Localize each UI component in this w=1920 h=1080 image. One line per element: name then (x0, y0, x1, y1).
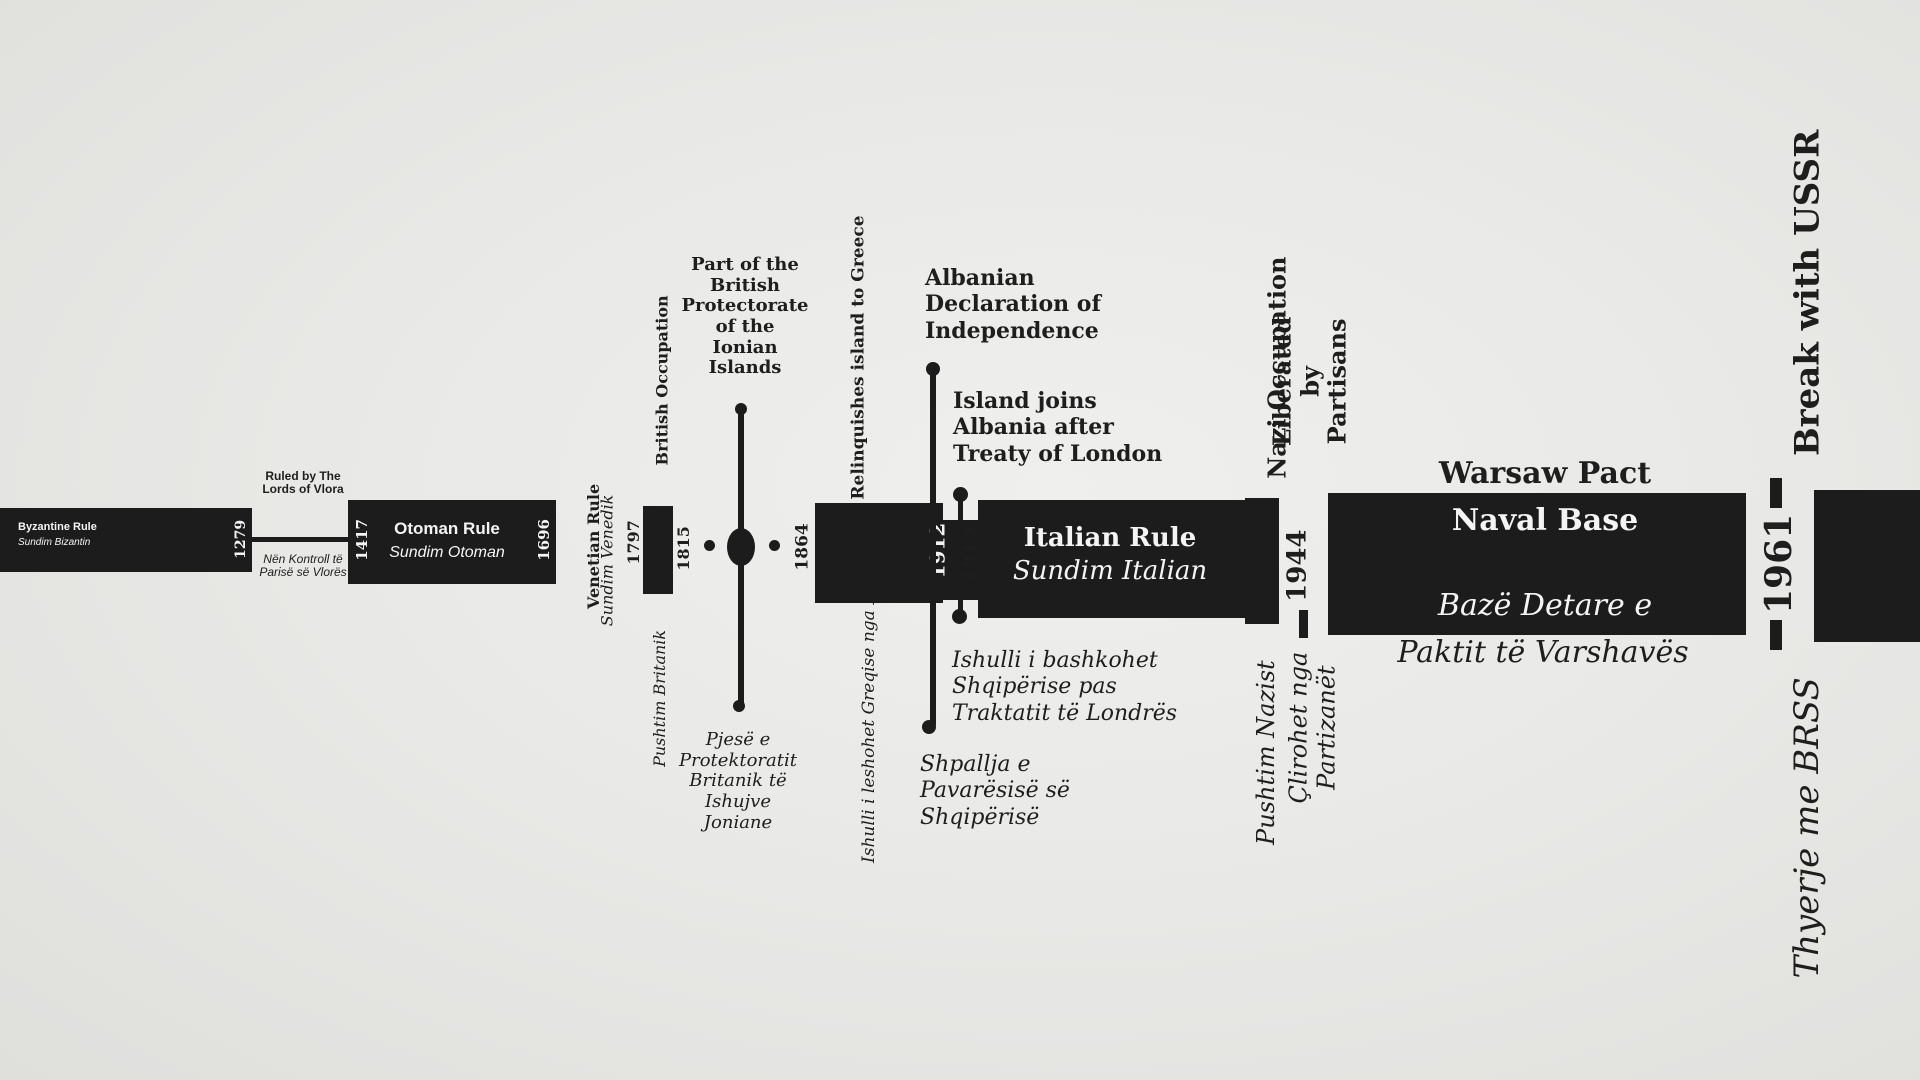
warsaw-pact-label: Warsaw Pact (1438, 456, 1652, 491)
byzantine-rule-label: Byzantine Rule (18, 521, 97, 533)
liberated-tick (1299, 610, 1308, 638)
lords-of-vlora-label: Ruled by The Lords of Vlora (262, 469, 344, 496)
italian-rule-sq-label: Sundim Italian (1012, 556, 1208, 586)
ussr-tick (1770, 478, 1782, 508)
timeline-dot (952, 609, 967, 624)
liberated-label: Liberated by Partisans (1267, 316, 1352, 447)
year-1961: 1961 (1758, 513, 1801, 614)
ottoman-rule-sq-label: Sundim Otoman (389, 544, 505, 561)
ussr-tick (1770, 620, 1782, 650)
timeline-dot (953, 487, 968, 502)
connector-line (252, 537, 348, 542)
byzantine-rule-sq-label: Sundim Bizantin (18, 537, 91, 548)
year-1815: 1815 (673, 526, 693, 571)
treaty-label: Island joins Albania after Treaty of Lon… (953, 388, 1163, 467)
break-ussr-label: Break with USSR (1787, 129, 1828, 457)
treaty-line (958, 495, 963, 615)
year-1797: 1797 (623, 520, 643, 565)
british-occupation-label: British Occupation (652, 295, 672, 466)
year-1696: 1696 (535, 519, 553, 561)
byzantine-rule-bar (0, 508, 252, 572)
year-1944: 1944 (1282, 529, 1313, 602)
ottoman-rule-bar (348, 500, 556, 584)
venetian-rule-sq-label: Sundim Venedik (597, 494, 617, 627)
break-ussr-sq-label: Thyerje me BRSS (1786, 677, 1827, 979)
year-1864: 1864 (792, 523, 813, 571)
year-1279: 1279 (233, 519, 250, 559)
timeline-dot (769, 540, 780, 551)
independence-line (930, 370, 936, 725)
naval-base-label: Naval Base (1451, 503, 1639, 538)
gb-relinquishes-sq-label: Ishulli i leshohet Greqise nga BM (859, 574, 880, 863)
timeline-dot (926, 362, 940, 376)
italian-rule-label: Italian Rule (1023, 523, 1197, 553)
timeline-dot (922, 720, 936, 734)
protectorate-span-line (738, 407, 744, 707)
protectorate-sq-label: Pjesë e Protektoratit Britanik të Ishujv… (679, 729, 797, 833)
greek-period-bar (815, 503, 943, 603)
timeline-dot (704, 540, 715, 551)
independence-label: Albanian Declaration of Independence (925, 265, 1101, 344)
warsaw-pact-bar (1328, 493, 1746, 635)
independence-sq-label: Shpallja e Pavarësisë së Shqipërisë (920, 752, 1070, 830)
nazi-occupation-sq-label: Pushtim Nazist (1251, 660, 1280, 845)
british-occupation-sq-label: Pushtim Britanik (650, 629, 670, 767)
protectorate-label: Part of the British Protectorate of the … (681, 254, 809, 379)
italian-rule-bar (978, 500, 1278, 618)
post-1961-bar (1814, 490, 1920, 642)
nazi-occupation-bar (1245, 498, 1279, 624)
gb-relinquishes-label: GB Relinquishes island to Greece (848, 215, 869, 535)
timeline-dot (735, 403, 747, 415)
ottoman-rule-label: Otoman Rule (394, 519, 500, 538)
liberated-sq-label: Çlirohet nga Partizanët (1284, 651, 1340, 804)
naval-base-sq-label: Bazë Detare e (1437, 588, 1653, 623)
year-1417: 1417 (353, 519, 371, 561)
lords-of-vlora-sq-label: Nën Kontroll të Parisë së Vlorës (259, 552, 347, 579)
timeline-dot (733, 700, 745, 712)
british-occupation-bar (643, 506, 673, 594)
treaty-sq-label: Ishulli i bashkohet Shqipërise pas Trakt… (952, 648, 1178, 726)
warsaw-pact-sq-label: Paktit të Varshavës (1397, 635, 1689, 670)
